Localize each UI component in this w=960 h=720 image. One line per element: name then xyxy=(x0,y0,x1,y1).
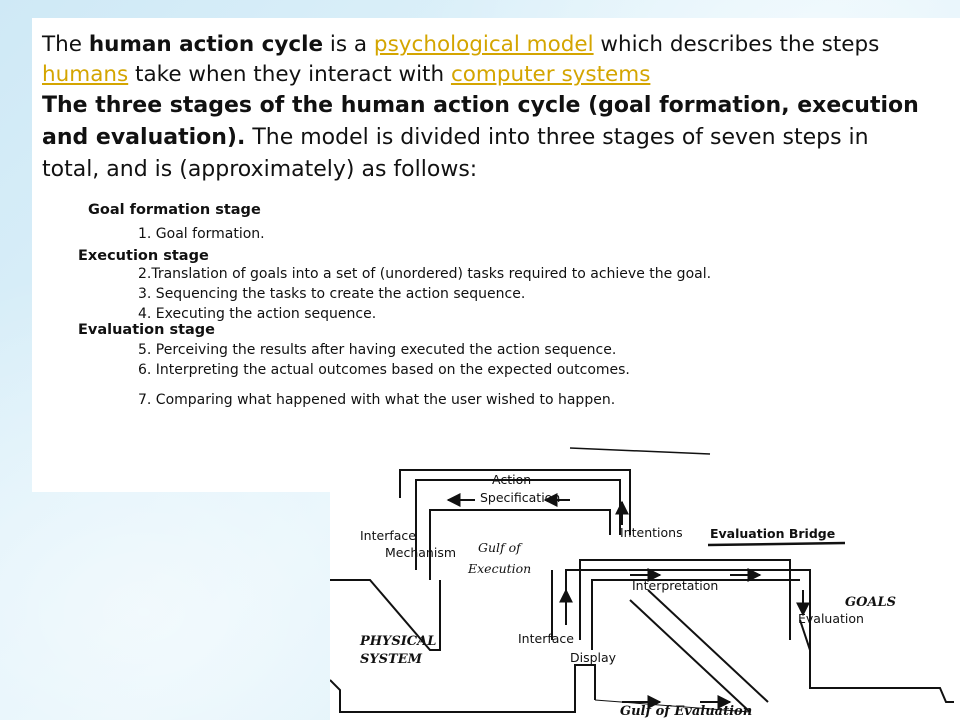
step-7: 7. Comparing what happened with what the… xyxy=(138,392,616,408)
step-3: 3. Sequencing the tasks to create the ac… xyxy=(138,286,526,302)
intentions-label: Intentions xyxy=(620,525,683,540)
step-6: 6. Interpreting the actual outcomes base… xyxy=(138,362,630,378)
intro-text-b: is a xyxy=(323,32,374,57)
diagram-lines xyxy=(330,447,954,713)
intro-text: The human action cycle is a psychologica… xyxy=(42,30,922,186)
step-5: 5. Perceiving the results after having e… xyxy=(138,342,617,358)
step-1: 1. Goal formation. xyxy=(138,226,265,242)
stages-description: The model is divided into three stages o… xyxy=(42,125,869,182)
psychological-model-link[interactable]: psychological model xyxy=(373,32,594,57)
intro-text-d: take when they interact with xyxy=(128,62,451,87)
stages-paragraph: The three stages of the human action cyc… xyxy=(42,90,922,186)
goal-stage-heading: Goal formation stage xyxy=(88,202,261,218)
interface-mechanism-label-2: Mechanism xyxy=(385,545,456,560)
action-spec-label-1: Action xyxy=(492,472,531,487)
content-panel xyxy=(32,18,960,492)
intro-text-a: The xyxy=(42,32,89,57)
action-spec-label-2: Specification xyxy=(480,490,560,505)
steps-list: Goal formation stage 1. Goal formation. … xyxy=(78,202,920,408)
gulf-execution-label-1: Gulf of xyxy=(478,540,523,555)
physical-system-label-2: SYSTEM xyxy=(360,652,423,667)
intro-text-c: which describes the steps xyxy=(593,32,880,57)
step-2: 2.Translation of goals into a set of (un… xyxy=(138,266,712,282)
physical-system-label-1: PHYSICAL xyxy=(359,634,436,649)
execution-stage-heading: Execution stage xyxy=(78,248,209,264)
humans-link[interactable]: humans xyxy=(42,62,129,87)
interpretation-label: Interpretation xyxy=(632,578,718,593)
gulf-execution-label-2: Execution xyxy=(467,561,531,576)
step-4: 4. Executing the action sequence. xyxy=(138,306,377,322)
interface-mechanism-label-1: Interface xyxy=(360,528,416,543)
diagram-svg: Action Specification Intentions Evaluati… xyxy=(330,447,954,719)
action-cycle-diagram: Action Specification Intentions Evaluati… xyxy=(330,440,960,720)
intro-paragraph: The human action cycle is a psychologica… xyxy=(42,30,922,90)
gulf-evaluation-label: Gulf of Evaluation xyxy=(620,704,752,719)
interface-display-label-1: Interface xyxy=(518,631,574,646)
goals-label: GOALS xyxy=(845,595,896,610)
evaluation-bridge-label: Evaluation Bridge xyxy=(710,526,835,541)
computer-systems-link[interactable]: computer systems xyxy=(450,62,651,87)
stages-heading: The three stages of the human action cyc… xyxy=(42,93,919,150)
evaluation-label: Evaluation xyxy=(798,611,864,626)
interface-display-label-2: Display xyxy=(570,650,617,665)
intro-bold-term: human action cycle xyxy=(88,32,324,57)
evaluation-stage-heading: Evaluation stage xyxy=(78,322,216,338)
